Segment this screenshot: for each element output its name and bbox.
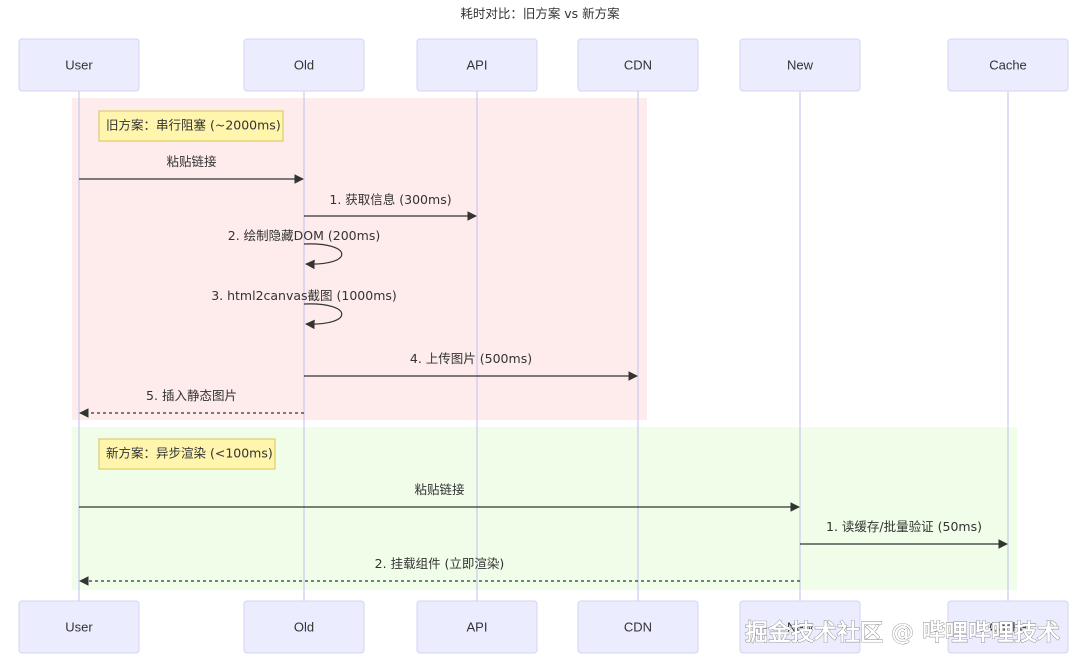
message-7: 粘贴链接 [79,482,800,512]
actor-new-bottom: New [739,600,861,654]
message-label: 1. 获取信息 (300ms) [329,192,451,207]
actor-label: Cache [989,619,1027,634]
actor-box [243,600,365,654]
actor-label: Cache [989,57,1027,72]
actor-box [577,600,699,654]
note-box [98,110,284,142]
actor-cdn-bottom: CDN [577,600,699,654]
self-arrow [303,303,343,330]
note-text: 旧方案：串行阻塞 (~2000ms) [106,118,281,133]
actor-api-top: API [416,38,538,92]
message-8: 1. 读缓存/批量验证 (50ms) [800,519,1008,549]
actor-box [739,600,861,654]
actor-box [416,600,538,654]
actor-label: Old [294,619,314,634]
message-label: 粘贴链接 [166,154,217,169]
message-label: 5. 插入静态图片 [146,388,237,403]
actor-box [947,38,1069,92]
actor-label: CDN [624,619,652,634]
actor-cache-bottom: Cache [947,600,1069,654]
note-text: 新方案：异步渲染 (<100ms) [106,446,273,461]
message-label: 2. 绘制隐藏DOM (200ms) [228,228,380,243]
actor-label: User [65,57,93,72]
actor-new-top: New [739,38,861,92]
message-3: 2. 绘制隐藏DOM (200ms) [228,228,380,270]
actor-box [18,38,140,92]
actor-label: Old [294,57,314,72]
message-4: 3. html2canvas截图 (1000ms) [211,288,397,330]
actors-top: User Old API CDN New Cache [18,38,1069,92]
old-section-background [72,98,647,420]
message-6: 5. 插入静态图片 [79,388,304,418]
actor-label: CDN [624,57,652,72]
actor-label: New [787,57,814,72]
actor-user-top: User [18,38,140,92]
new-section-note: 新方案：异步渲染 (<100ms) [98,438,276,470]
actor-label: User [65,619,93,634]
note-box [98,438,276,470]
message-2: 1. 获取信息 (300ms) [304,192,477,221]
actor-box [18,600,140,654]
actor-api-bottom: API [416,600,538,654]
actor-user-bottom: User [18,600,140,654]
actor-box [739,38,861,92]
messages: 粘贴链接 1. 获取信息 (300ms) 2. 绘制隐藏DOM (200ms) 3. … [79,154,1008,586]
message-1: 粘贴链接 [79,154,304,184]
actor-old-top: Old [243,38,365,92]
watermark: 掘金技术社区 @ 哔哩哔哩技术 [745,619,1060,646]
message-5: 4. 上传图片 (500ms) [304,351,638,381]
diagram-title: 耗时对比：旧方案 vs 新方案 [460,6,620,21]
actor-box [416,38,538,92]
message-label: 3. html2canvas截图 (1000ms) [211,288,397,303]
actor-box [947,600,1069,654]
actor-label: API [467,57,488,72]
self-arrow [303,243,343,270]
actor-cdn-top: CDN [577,38,699,92]
actor-box [577,38,699,92]
message-label: 2. 挂载组件 (立即渲染) [375,556,505,571]
lifelines [78,91,1009,601]
actor-box [243,38,365,92]
actor-old-bottom: Old [243,600,365,654]
actor-cache-top: Cache [947,38,1069,92]
actor-label: API [467,619,488,634]
message-label: 4. 上传图片 (500ms) [410,351,532,366]
message-label: 1. 读缓存/批量验证 (50ms) [826,519,982,534]
old-section-note: 旧方案：串行阻塞 (~2000ms) [98,110,284,142]
message-label: 粘贴链接 [414,482,465,497]
actors-bottom: User Old API CDN New Cache [18,600,1069,654]
message-9: 2. 挂载组件 (立即渲染) [79,556,800,586]
actor-label: New [787,619,814,634]
